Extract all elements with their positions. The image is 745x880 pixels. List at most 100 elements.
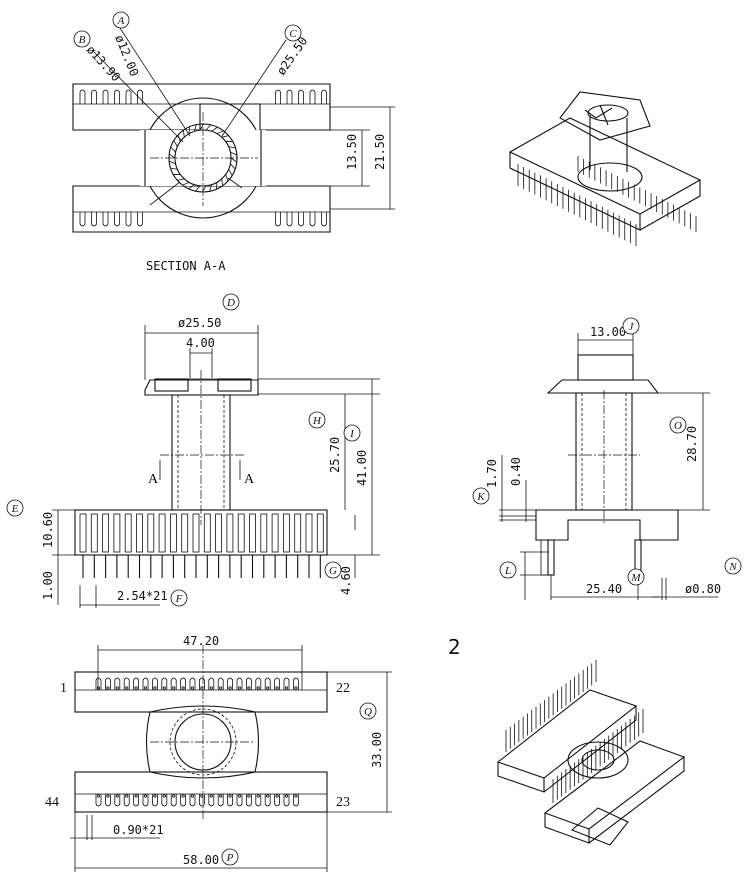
- comb-slot: [137, 212, 143, 227]
- dim-pitch: 2.54*21: [117, 589, 168, 603]
- comb-slot: [321, 212, 327, 227]
- hatch-line: [216, 130, 224, 135]
- comb-slot: [286, 89, 293, 104]
- front-finger: [282, 513, 290, 553]
- hatch-line: [211, 126, 218, 132]
- pin-dot: [247, 686, 251, 690]
- bottom-slot: [161, 794, 168, 807]
- front-finger: [203, 513, 211, 553]
- hatch-line: [221, 135, 229, 138]
- front-finger: [260, 513, 268, 553]
- bottom-slot: [133, 794, 139, 807]
- dim-4-60: 4.60: [339, 566, 353, 595]
- hatch-line: [209, 184, 213, 192]
- callout-m: M: [627, 568, 645, 586]
- dim-pin-dia: ø0.80: [685, 582, 721, 596]
- bottom-slot: [264, 677, 271, 690]
- pin-dot: [275, 686, 279, 690]
- comb-slot: [114, 89, 120, 104]
- bottom-slot: [170, 794, 177, 807]
- bottom-slot: [152, 677, 158, 690]
- svg-text:Q: Q: [364, 706, 372, 718]
- callout-d: D: [222, 293, 240, 311]
- pin-dot: [153, 686, 157, 690]
- front-finger: [181, 513, 189, 553]
- front-finger: [102, 513, 109, 553]
- bottom-slot: [114, 794, 121, 807]
- front-finger: [215, 513, 223, 553]
- callout-c: C: [284, 24, 302, 42]
- bottom-slot: [283, 794, 290, 807]
- bottom-slot: [170, 677, 177, 690]
- dim-58-00: 58.00: [183, 853, 219, 867]
- pin-dot: [266, 794, 270, 798]
- svg-text:A: A: [117, 15, 125, 27]
- svg-text:P: P: [226, 852, 234, 864]
- dim-21-50: 21.50: [373, 134, 387, 170]
- svg-text:C: C: [289, 28, 297, 40]
- pin-dot: [172, 794, 176, 798]
- pin-dot: [275, 794, 279, 798]
- callout-n: N: [724, 557, 742, 575]
- svg-text:B: B: [79, 34, 86, 46]
- bottom-view: 47.20 33.00 0.90*21 58.00 1 22 23 44 P Q: [45, 634, 392, 872]
- comb-slot: [275, 212, 281, 227]
- pin-dot: [209, 794, 213, 798]
- bottom-slot: [255, 794, 262, 807]
- bottom-slot: [217, 794, 224, 807]
- hatch-line: [170, 146, 176, 153]
- dim-slot: 4.00: [186, 336, 215, 350]
- bottom-slot: [283, 677, 290, 690]
- dim-flange: ø25.50: [178, 316, 221, 330]
- bottom-slot: [142, 794, 149, 807]
- pin-dot: [284, 686, 289, 690]
- dim-25-70: 25.70: [328, 437, 342, 473]
- bottom-slot: [246, 794, 252, 807]
- pin-dot: [228, 686, 232, 690]
- pin-dot: [125, 686, 129, 690]
- bottom-slot: [274, 794, 280, 807]
- pin-dot: [162, 794, 166, 798]
- bottom-slot: [293, 794, 299, 807]
- pin-dot: [181, 686, 185, 690]
- svg-text:H: H: [312, 415, 322, 427]
- front-finger: [294, 513, 302, 553]
- bottom-slot: [180, 794, 186, 807]
- comb-slot: [91, 212, 97, 227]
- hatch-line: [199, 123, 204, 131]
- pin-dot: [209, 686, 213, 690]
- bottom-slot: [255, 677, 262, 690]
- comb-slot: [114, 212, 120, 227]
- dim-28-70: 28.70: [685, 426, 699, 462]
- bottom-slot: [95, 677, 102, 690]
- callout-j: J: [622, 317, 640, 335]
- dim-33-00: 33.00: [370, 732, 384, 768]
- front-finger: [90, 513, 98, 553]
- callout-g: G: [324, 561, 342, 579]
- pin-dot: [143, 686, 148, 690]
- pin-dot: [237, 794, 242, 798]
- front-finger: [147, 513, 155, 553]
- iso-view-top: [508, 91, 702, 246]
- section-bottom-comb: [72, 185, 331, 233]
- callout-q: Q: [359, 702, 377, 720]
- pin-dot: [219, 686, 223, 690]
- hatch-line: [230, 157, 237, 163]
- svg-text:F: F: [175, 593, 183, 605]
- bottom-slot: [123, 794, 130, 807]
- pin-1-label: 1: [60, 681, 67, 696]
- bottom-slot: [227, 677, 233, 690]
- front-finger: [305, 513, 313, 553]
- pin-44-label: 44: [45, 795, 59, 810]
- pin-dot: [106, 794, 110, 798]
- pin-dot: [134, 794, 138, 798]
- section-view: 13.50 21.50 ø13.90 ø12.00 ø25.50 A B C S…: [72, 11, 395, 273]
- callout-e: E: [6, 499, 24, 517]
- pin-dot: [143, 794, 148, 798]
- iso-view-bottom: [496, 660, 686, 846]
- pin-dot: [256, 794, 260, 798]
- dim-1-70: 1.70: [485, 459, 499, 488]
- pin-dot: [115, 686, 119, 690]
- svg-text:D: D: [226, 297, 235, 309]
